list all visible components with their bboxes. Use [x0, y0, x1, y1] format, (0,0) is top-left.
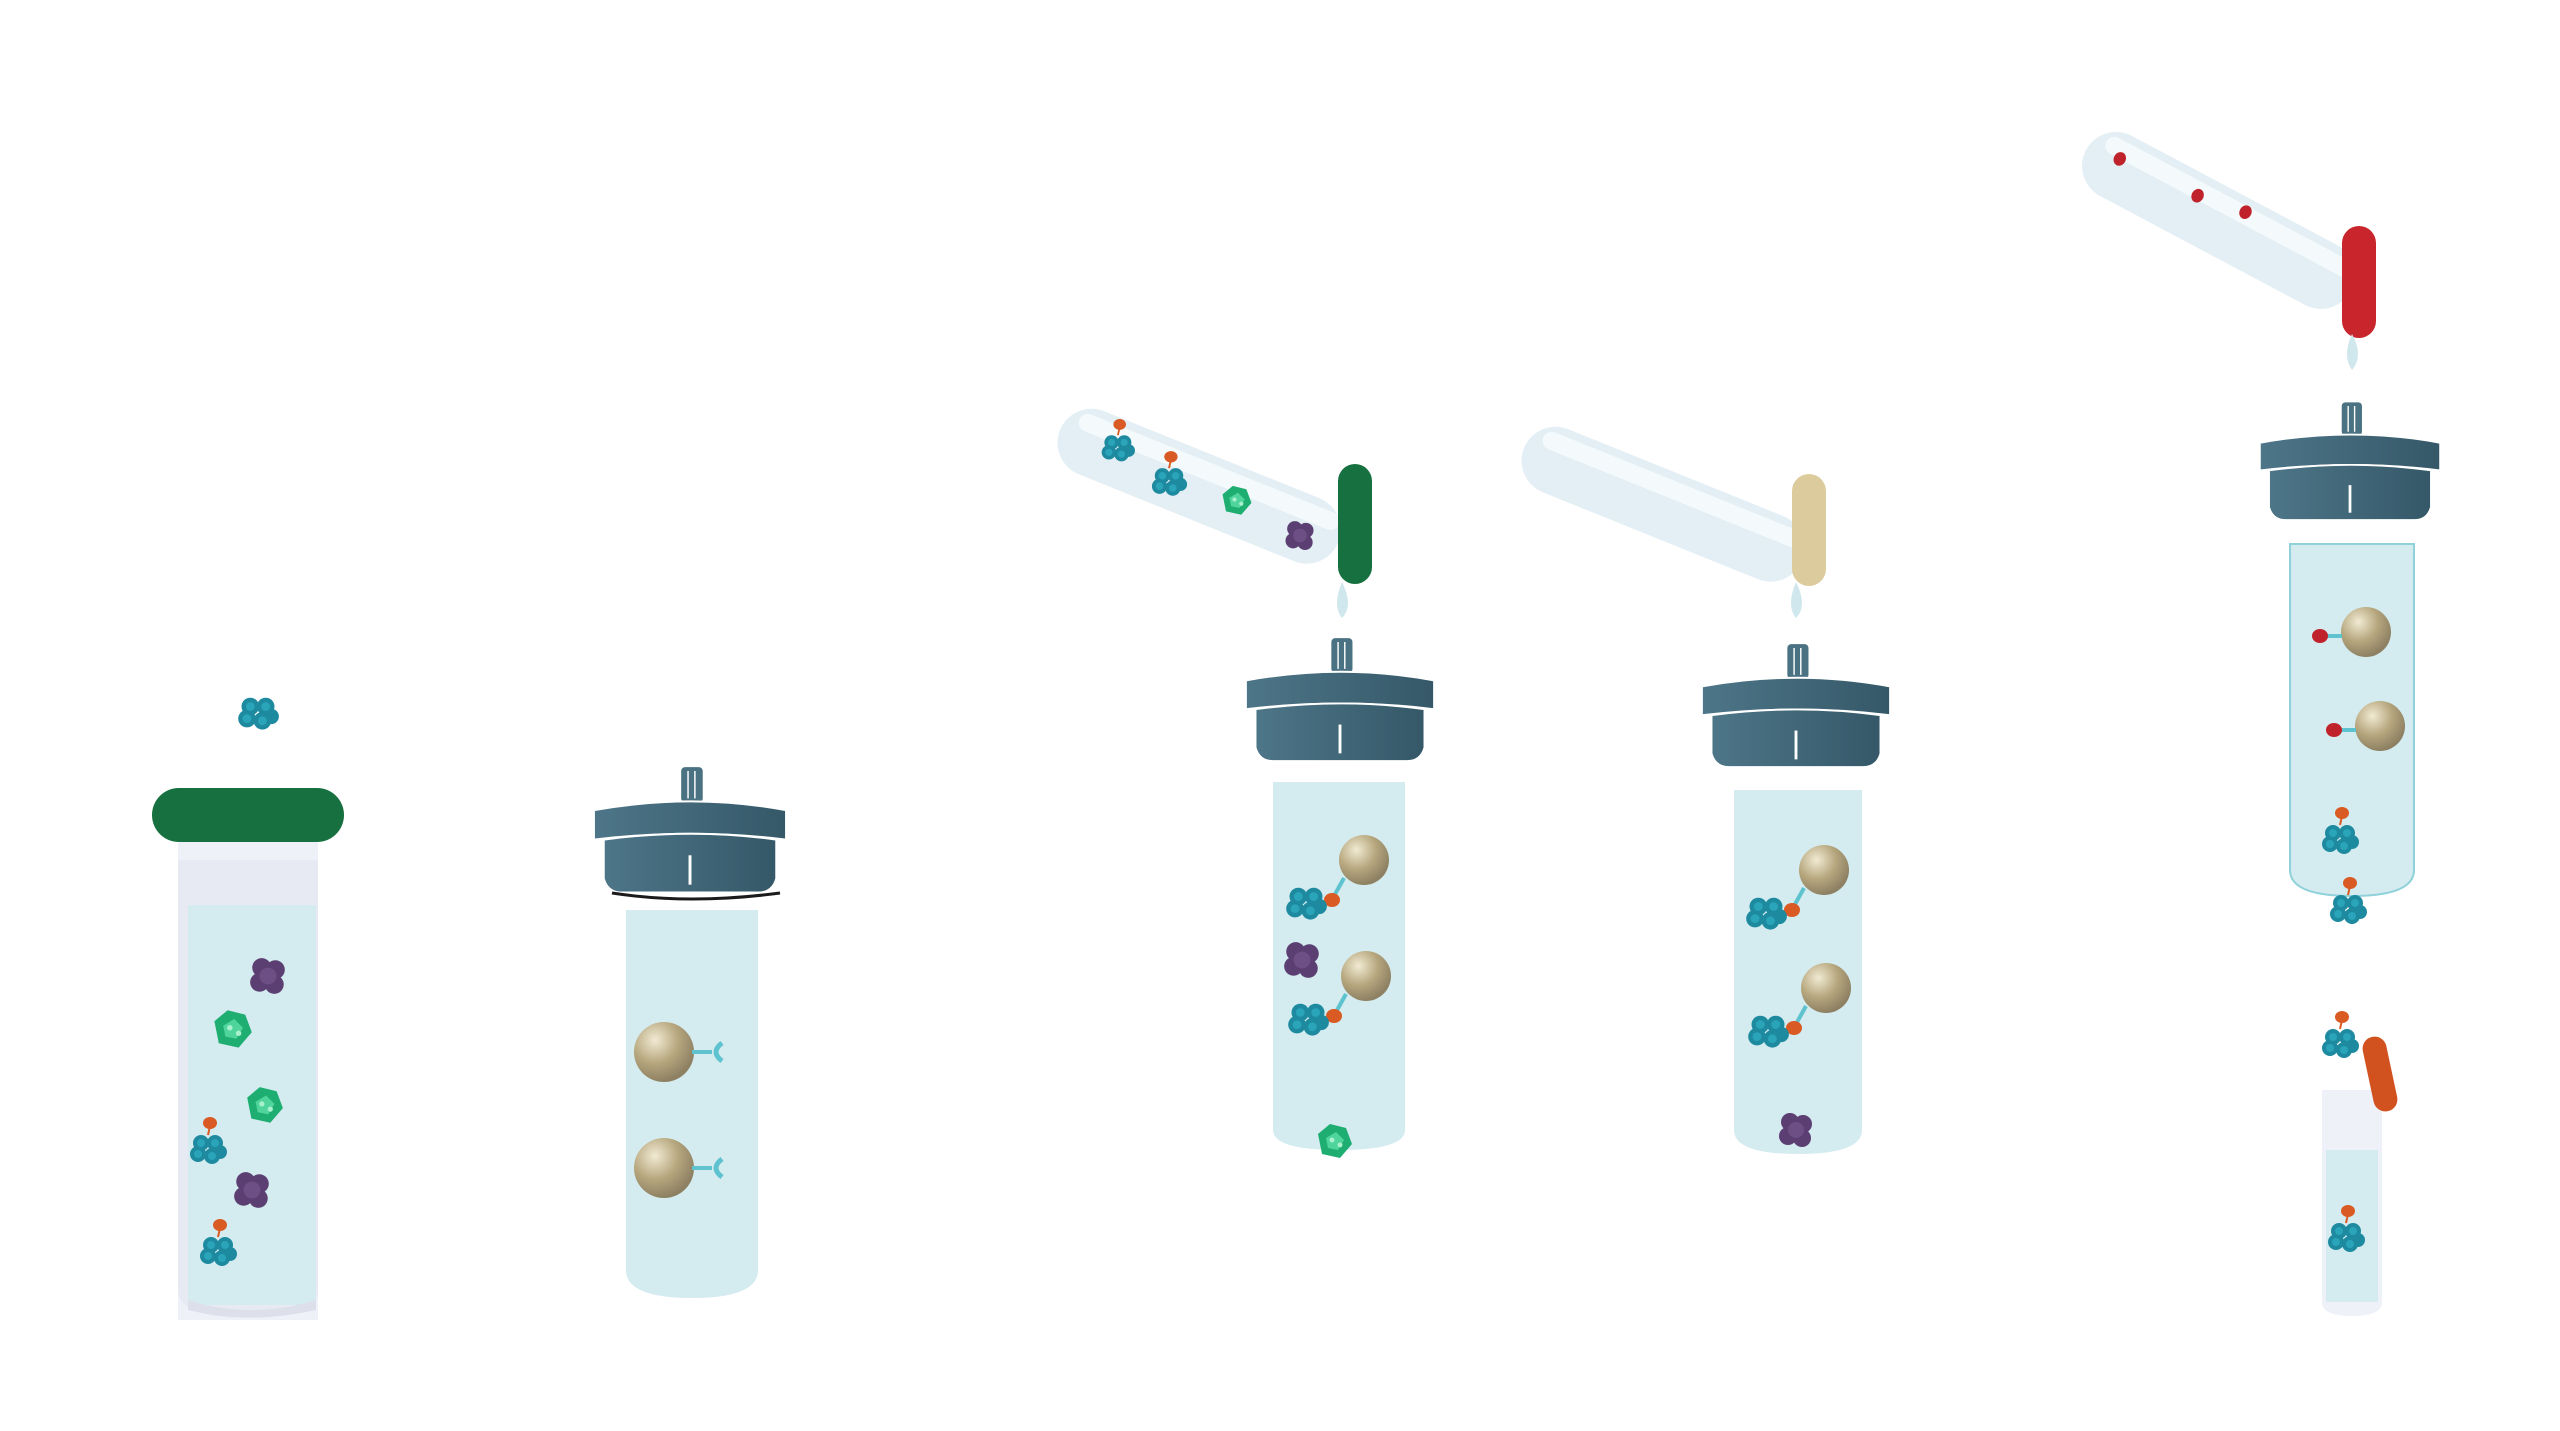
green-cap: [1338, 464, 1372, 584]
sample-tube: [152, 697, 344, 1320]
competitor-molecule: [2113, 152, 2127, 166]
column-cap: [592, 764, 788, 894]
column-body: [626, 910, 758, 1298]
droplet: [2347, 334, 2358, 370]
flowthrough-purple-contaminant: [1779, 1113, 1812, 1147]
wash-step: [1521, 426, 1892, 1154]
competitor-molecule: [2239, 205, 2252, 219]
droplet: [1791, 582, 1802, 618]
purple-contaminant: [250, 958, 285, 994]
collection-tube: [2322, 1036, 2398, 1316]
elute-step: [2082, 131, 2442, 1316]
column-cap: [2258, 400, 2442, 522]
competitor-molecule: [2191, 188, 2204, 203]
column-cap: [1700, 641, 1892, 769]
beige-cap: [1792, 474, 1826, 586]
green-cap: [152, 788, 344, 842]
red-cap: [2342, 226, 2376, 338]
pour-tube-beige: [1521, 426, 1805, 582]
bind-step: [1057, 408, 1436, 1158]
pour-tube-green: [1057, 408, 1341, 564]
purple-contaminant: [1285, 521, 1314, 551]
bead-column: [592, 764, 788, 1298]
orange-cap: [2362, 1036, 2398, 1112]
pour-tube-red: [2082, 131, 2355, 309]
column-cap: [1244, 635, 1436, 763]
purple-contaminant: [1284, 942, 1319, 978]
free-protein: [238, 697, 279, 730]
droplet: [1337, 582, 1348, 618]
eluted-tagged-protein: [2322, 1011, 2359, 1058]
purple-contaminant: [234, 1172, 269, 1208]
